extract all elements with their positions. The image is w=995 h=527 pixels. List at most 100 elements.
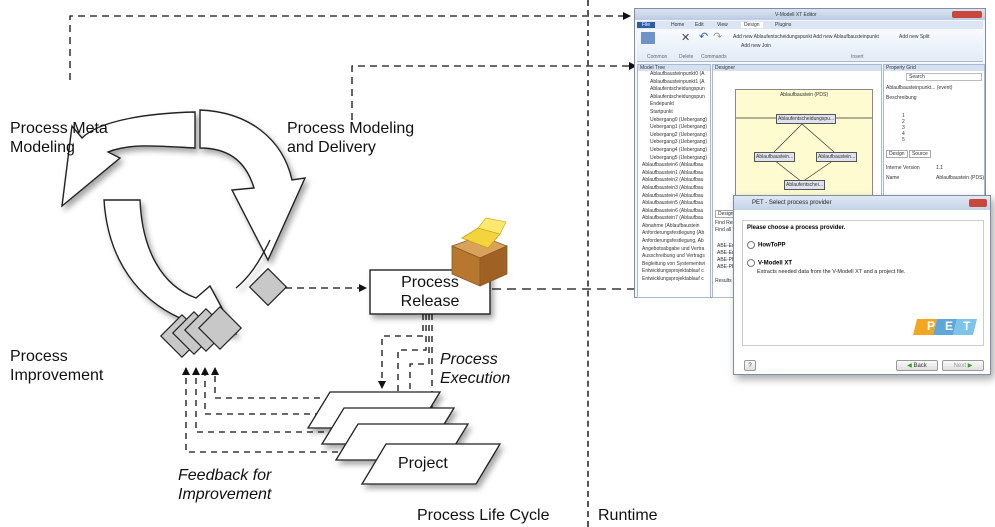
delete-icon[interactable]: ✕ <box>681 32 691 44</box>
action-add-split[interactable]: Add new Split <box>899 34 930 40</box>
life-cycle-label: Process Life Cycle <box>417 507 550 524</box>
editor-title: V-Modell XT Editor <box>775 12 817 18</box>
property-object: Ablaufbausteinpunkt... (event) <box>886 85 953 91</box>
prop-value-name[interactable]: Ablaufbaustein (PDS) <box>936 175 985 181</box>
diagram-edges <box>736 117 872 183</box>
redo-icon[interactable]: ↷ <box>713 31 723 43</box>
tab-edit[interactable]: Edit <box>695 22 704 28</box>
bullet-item: 5 <box>902 137 905 143</box>
bullet-item: 2 <box>902 119 905 125</box>
bullet-item: 1 <box>902 113 905 119</box>
option-vmodell-label: V-Modell XT <box>758 260 793 267</box>
tab-plugins[interactable]: Plugins <box>775 22 792 28</box>
action-add-point[interactable]: Add new Ablaufbausteinpunkt <box>813 34 879 40</box>
diagram-node-decision[interactable]: Ablaufentscheidungspu... <box>776 114 837 124</box>
dialog-prompt: Please choose a process provider. <box>747 225 846 231</box>
property-section: Beschreibung <box>886 95 917 101</box>
tree-item[interactable]: Uebergang0 (Uebergang) <box>650 116 707 123</box>
window-controls[interactable] <box>952 11 982 18</box>
tree-item[interactable]: Ablaufbausteinpunkt0 (A <box>650 71 705 77</box>
tab-design[interactable]: Design <box>741 22 763 28</box>
find-all-text: Find all 'Ab <box>715 227 740 233</box>
ribbon-tabbar: File Home Edit View Design Plugins <box>637 21 983 29</box>
back-arrow-icon: ◀ <box>907 363 912 369</box>
prop-value-version[interactable]: 1.1 <box>936 165 943 171</box>
group-insert: Insert <box>851 54 864 60</box>
option-howtopp-label: HowToPP <box>758 242 786 249</box>
tree-item[interactable]: Entwicklungsprojektablauf c <box>642 276 704 283</box>
modeling-delivery-arrow <box>351 62 637 120</box>
tree-item[interactable]: Ablaufbaustein2 (Ablaufbau <box>642 177 704 184</box>
designer-header: Designer <box>713 65 881 71</box>
results-tab[interactable]: Results for <box>715 278 739 284</box>
tab-file[interactable]: File <box>637 22 656 28</box>
improvement-label: Process Improvement <box>10 348 104 384</box>
tree-item[interactable]: Ablaufentscheidungspun <box>650 93 705 100</box>
tree-item[interactable]: Uebergang5 (Uebergang) <box>650 154 707 161</box>
next-label: Next <box>953 363 967 369</box>
meta-modeling-label: Process Meta Modeling <box>10 120 108 156</box>
bullet-list: 1 2 3 4 5 <box>902 113 984 143</box>
tree-item[interactable]: Ablaufbaustein7 (Ablaufbau <box>642 215 704 222</box>
option-howtopp[interactable]: HowToPP <box>747 241 983 249</box>
bullet-item: 4 <box>902 131 905 137</box>
tab-home[interactable]: Home <box>671 22 685 28</box>
property-search[interactable]: Search <box>906 73 982 81</box>
tree-item[interactable]: Uebergang2 (Uebergang) <box>650 131 707 138</box>
project-stack <box>306 391 502 485</box>
tree-item[interactable]: Begleitung von Systementwi <box>642 260 705 267</box>
tree-item[interactable]: Entwicklungsprojektablauf c <box>642 268 704 275</box>
tree-item[interactable]: Anforderungsfestlegung, Ab <box>642 238 704 245</box>
tree-item[interactable]: Ablaufentscheidungspun <box>650 86 705 93</box>
tree-item[interactable]: Ablaufbaustein6 (Ablaufbau <box>642 207 704 214</box>
tree-item[interactable]: Uebergang4 (Uebergang) <box>650 146 707 153</box>
back-button[interactable]: ◀ Back <box>896 360 938 371</box>
help-button[interactable]: ? <box>744 360 756 371</box>
find-results-header: Find Results <box>715 220 743 226</box>
tree-item[interactable]: Ausschreibung und Vertrags <box>642 253 705 260</box>
tab-design-view[interactable]: Design <box>886 150 908 158</box>
tree-item[interactable]: Abnahme (Ablaufbaustein <box>642 222 700 229</box>
tree-item[interactable]: Anforderungsfestlegung (Ab <box>642 230 705 237</box>
diagram-canvas[interactable]: Ablaufbaustein (PDS) Ablaufentscheidungs… <box>735 89 873 199</box>
tree-item[interactable]: Angebotsabgabe und Vertra <box>642 245 705 252</box>
property-panel: Property Grid Search Ablaufbausteinpunkt… <box>883 64 985 206</box>
option-vmodell[interactable]: V-Modell XT <box>747 259 983 267</box>
tree-item[interactable]: Ablaufbaustein6 (Ablaufbau <box>642 162 704 169</box>
modeling-delivery-label: Process Modeling and Delivery <box>287 120 415 156</box>
result-item[interactable]: ABE-Endp <box>717 243 741 249</box>
tree-item[interactable]: Uebergang1 (Uebergang) <box>650 124 707 131</box>
result-item[interactable]: ABE-PDS <box>717 257 739 263</box>
tree-item[interactable]: Ablaufbaustein5 (Ablaufbau <box>642 200 704 207</box>
diagram-title: Ablaufbaustein (PDS) <box>779 92 829 98</box>
undo-icon[interactable]: ↶ <box>699 31 709 43</box>
tab-source-view[interactable]: Source <box>908 150 931 158</box>
action-add-join[interactable]: Add new Join <box>741 43 772 49</box>
model-tree-header: Model Tree <box>638 65 710 71</box>
result-item[interactable]: ABE-PRB <box>717 264 739 270</box>
result-item[interactable]: ABE-Endp <box>717 250 741 256</box>
diagram-node-left[interactable]: Ablaufbaustein... <box>754 152 796 162</box>
pet-logo-graphic <box>913 319 977 335</box>
tree-item[interactable]: Endepunkt <box>650 101 674 108</box>
tree-item[interactable]: Startpunkt <box>650 108 673 115</box>
diagram-node-right[interactable]: Ablaufbaustein... <box>816 152 858 162</box>
dialog-close-icon[interactable] <box>969 199 987 207</box>
tree-item[interactable]: Ablaufbausteinpunkt1 (A <box>650 78 705 85</box>
option-vmodell-desc: Extracts needed data from the V-Modell X… <box>757 269 906 275</box>
tab-view[interactable]: View <box>717 22 728 28</box>
feedback-diamonds <box>159 305 243 359</box>
tree-item[interactable]: Ablaufbaustein1 (Ablaufbau <box>642 169 704 176</box>
ribbon: ✕ ↶ ↷ Add new Ablaufentscheidungspunkt A… <box>637 29 983 62</box>
select-provider-dialog: PET - Select process provider Please cho… <box>733 195 991 375</box>
next-button[interactable]: Next ▶ <box>942 360 984 371</box>
diagram-node-bottom[interactable]: Ablaufentschei... <box>784 180 825 190</box>
tree-item[interactable]: Uebergang3 (Uebergang) <box>650 139 707 146</box>
tree-item[interactable]: Ablaufbaustein3 (Ablaufbau <box>642 184 704 191</box>
tree-item[interactable]: Ablaufbaustein4 (Ablaufbau <box>642 192 704 199</box>
release-diamond <box>248 267 288 307</box>
action-add-decision[interactable]: Add new Ablaufentscheidungspunkt <box>733 34 813 40</box>
copy-as-image-icon[interactable] <box>641 32 655 44</box>
